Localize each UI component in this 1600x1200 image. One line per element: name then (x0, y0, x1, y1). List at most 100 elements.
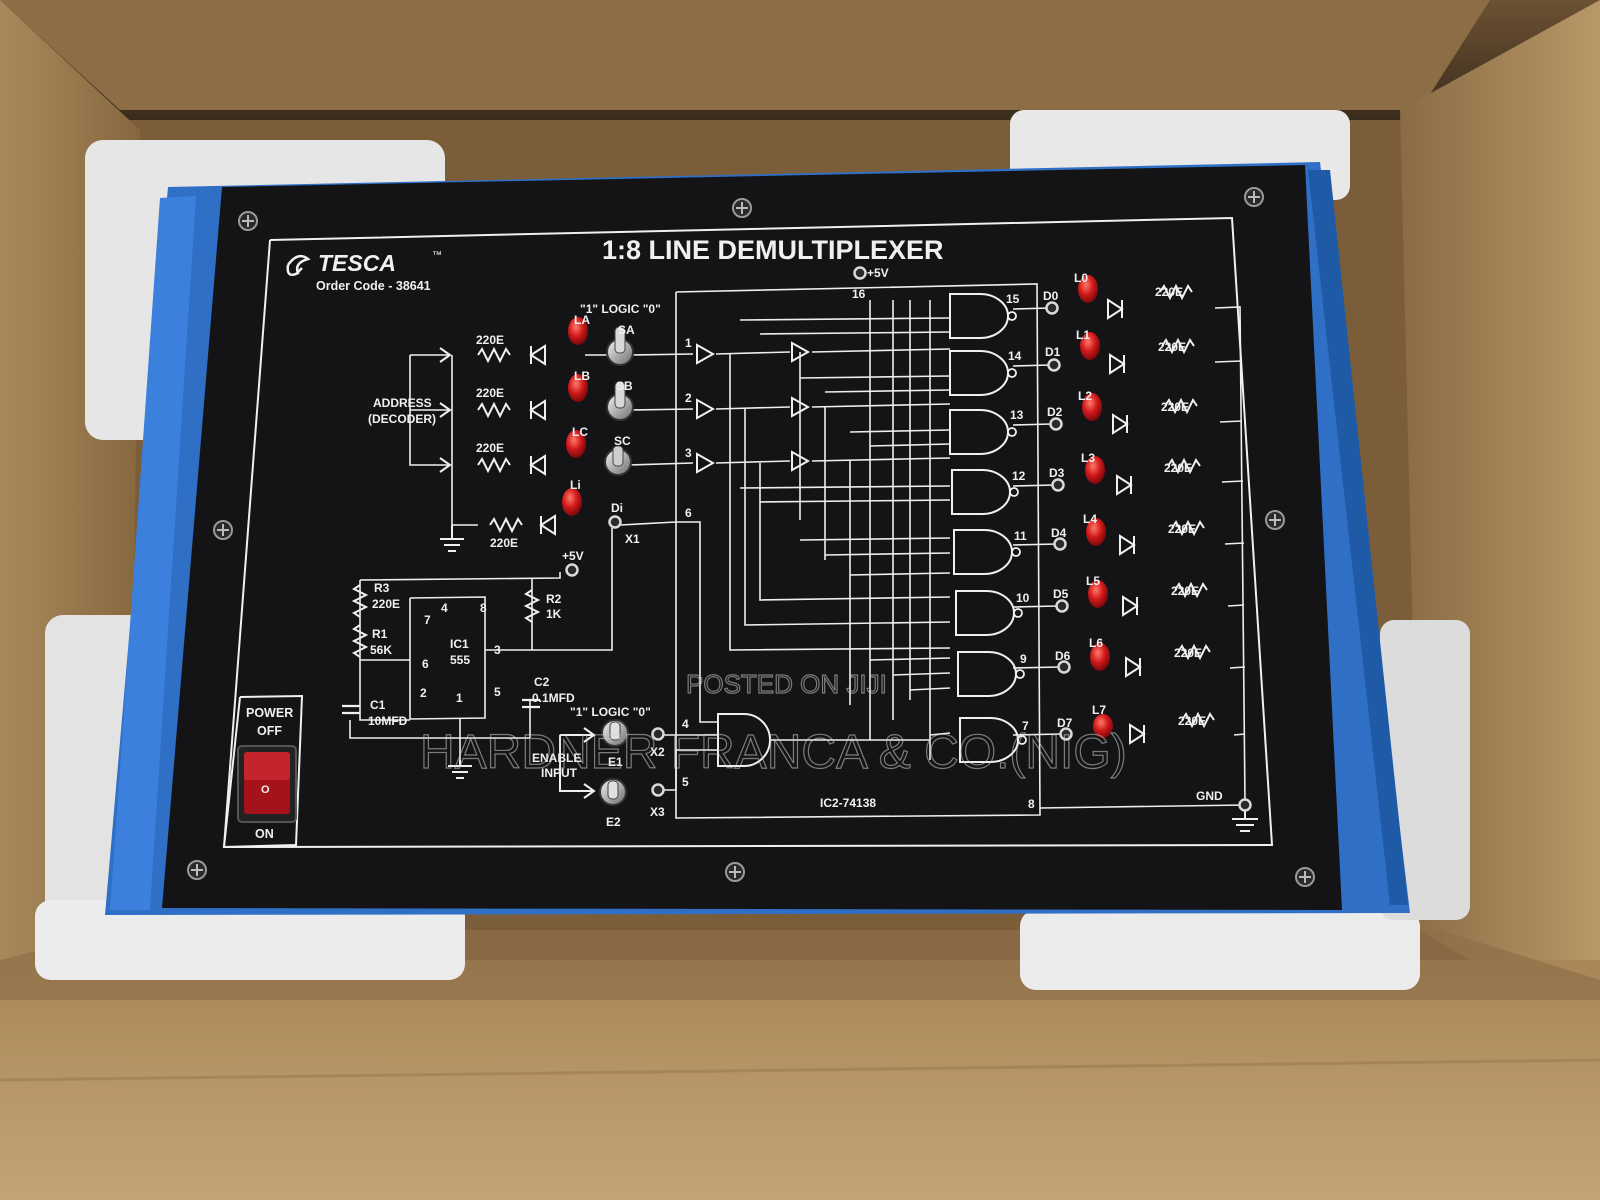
toggle-switch-sb[interactable] (606, 381, 634, 421)
c2-value: 0.1MFD (532, 691, 575, 705)
watermark-company: HARDNER FRANCA & CO.(NIG) (420, 726, 1127, 779)
timer-pin: 4 (441, 601, 448, 615)
resistor-label: 220E (476, 386, 504, 400)
gate-pin: 12 (1012, 469, 1026, 483)
panel-outline (222, 216, 1274, 849)
ic1-label: IC1 (450, 637, 469, 651)
output-led-label: L2 (1078, 389, 1092, 403)
c2-label: C2 (534, 675, 550, 689)
resistor-label: 220E (1174, 646, 1202, 660)
output-led-label: L0 (1074, 271, 1088, 285)
led-label-lb: LB (574, 369, 590, 383)
led-icon (1086, 518, 1106, 546)
power-on-label: ON (255, 827, 274, 841)
test-points (565, 266, 1252, 812)
power-switch-block: O POWER OFF ON (222, 694, 304, 849)
timer-pin: 2 (420, 686, 427, 700)
gate-pin: 15 (1006, 292, 1020, 306)
data-in-label: Di (611, 501, 623, 515)
r3-value: 220E (372, 597, 400, 611)
led-icon (1093, 714, 1113, 738)
output-label-d5: D5 (1053, 587, 1069, 601)
screw-icon (1265, 510, 1285, 530)
output-led-label: L1 (1076, 328, 1090, 342)
watermark: POSTED ON JIJI HARDNER FRANCA & CO.(NIG) (419, 668, 1127, 779)
resistor-label: 220E (1161, 400, 1189, 414)
brand-name: TESCA (318, 250, 396, 276)
address-label-line1: ADDRESS (373, 396, 432, 410)
timer-pin: 5 (494, 685, 501, 699)
screws (187, 187, 1315, 887)
toggle-switch-e1[interactable] (601, 719, 629, 747)
screw-icon (1244, 187, 1264, 207)
pin-label: 2 (685, 391, 692, 405)
ic1-value: 555 (450, 653, 470, 667)
r1-label: R1 (372, 627, 388, 641)
capacitors (342, 698, 540, 715)
screw-icon (732, 198, 752, 218)
output-label-d4: D4 (1051, 526, 1067, 540)
output-label-d2: D2 (1047, 405, 1063, 419)
output-led-label: L3 (1081, 451, 1095, 465)
ic2-label: IC2-74138 (820, 796, 876, 810)
brand-block: TESCA ™ Order Code - 38641 (286, 250, 442, 293)
panel-labels: +5V 16 "1" LOGIC "0" ADDRESS (DECODER) 2… (368, 266, 1223, 829)
resistor-label: 220E (476, 333, 504, 347)
resistor-label: 220E (1155, 285, 1183, 299)
led-icon (1080, 332, 1100, 360)
output-label-d3: D3 (1049, 466, 1065, 480)
r2-value: 1K (546, 607, 562, 621)
led-icon (566, 430, 586, 458)
pin-label: 6 (685, 506, 692, 520)
led-icon (1078, 275, 1098, 303)
ground-icon (440, 525, 1258, 832)
toggle-switch-sc[interactable] (604, 445, 632, 476)
output-led-label: L5 (1086, 574, 1100, 588)
toggle-switch-e2[interactable] (599, 778, 627, 806)
logic-label-top: "1" LOGIC "0" (580, 302, 661, 316)
led-icon (1088, 580, 1108, 608)
output-label-d1: D1 (1045, 345, 1061, 359)
led-label-lc: LC (572, 425, 588, 439)
screw-icon (213, 520, 233, 540)
gate-pin: 10 (1016, 591, 1030, 605)
gate-bubbles (1007, 311, 1027, 745)
timer-pin: 6 (422, 657, 429, 671)
pin8-label: 8 (1028, 797, 1035, 811)
output-led-label: L6 (1089, 636, 1103, 650)
enable-label-line2: INPUT (541, 766, 578, 780)
power-rocker-switch[interactable]: O (244, 752, 290, 814)
screw-icon (238, 211, 258, 231)
led-label-li: Li (570, 478, 581, 492)
screw-icon (1295, 867, 1315, 887)
tesca-logo-icon (286, 254, 311, 276)
pin-label: 4 (682, 717, 689, 731)
timer-pin: 8 (480, 601, 487, 615)
output-label-d6: D6 (1055, 649, 1071, 663)
r1-value: 56K (370, 643, 392, 657)
pin16-label: 16 (852, 287, 866, 301)
resistor-label: 220E (476, 441, 504, 455)
resistor-label: 220E (1171, 584, 1199, 598)
diode-symbols (529, 298, 1146, 745)
gate-pin: 9 (1020, 652, 1027, 666)
inverters (696, 341, 811, 474)
gate-pin: 14 (1008, 349, 1022, 363)
led-icon (1085, 456, 1105, 484)
order-code: Order Code - 38641 (316, 279, 431, 293)
gate-pin: 7 (1022, 719, 1029, 733)
c1-label: C1 (370, 698, 386, 712)
power-switch-mark: O (261, 784, 270, 796)
address-toggle-switches (599, 326, 634, 806)
resistor-label: 220E (1168, 522, 1196, 536)
address-arrows (439, 347, 596, 799)
brand-tm: ™ (432, 250, 442, 261)
resistor-label: 220E (1164, 461, 1192, 475)
switch-label-sa: SA (618, 323, 635, 337)
pin-label: 3 (685, 446, 692, 460)
toggle-switch-sa[interactable] (606, 326, 634, 366)
pin-label: 1 (685, 336, 692, 350)
timer-pin: 7 (424, 613, 431, 627)
power-off-label: OFF (257, 724, 282, 738)
